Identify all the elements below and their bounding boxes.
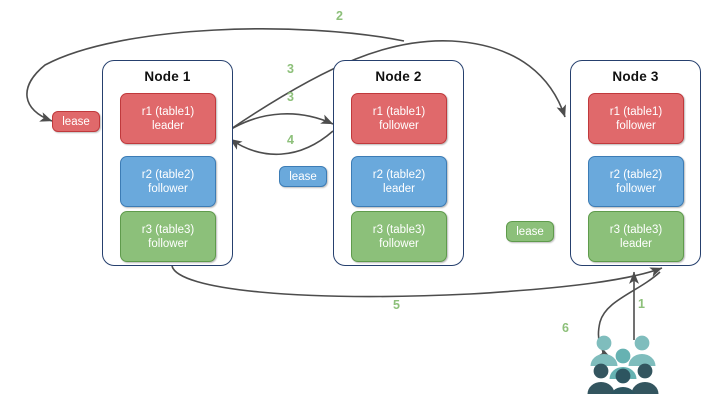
replica-role: leader: [152, 119, 184, 132]
step-label-5: 5: [393, 298, 400, 312]
replica-r1[interactable]: r1 (table1) follower: [588, 93, 684, 144]
lease-badge-r2[interactable]: lease: [279, 166, 327, 187]
lease-badge-r3[interactable]: lease: [506, 221, 554, 242]
step-label-1: 1: [638, 297, 645, 311]
node-card-node-2[interactable]: Node 2 r1 (table1) follower r2 (table2) …: [333, 60, 464, 266]
replica-role: follower: [616, 182, 656, 195]
replica-role: follower: [379, 119, 419, 132]
node-card-node-3[interactable]: Node 3 r1 (table1) follower r2 (table2) …: [570, 60, 701, 266]
replica-r2[interactable]: r2 (table2) follower: [588, 156, 684, 207]
edge-5: [171, 265, 663, 298]
replica-name: r2 (table2): [141, 168, 195, 181]
people-icon: [587, 335, 659, 394]
edge-2: [26, 28, 405, 122]
replica-name: r1 (table1): [372, 105, 426, 118]
replica-role: follower: [148, 237, 188, 250]
replica-r3[interactable]: r3 (table3) follower: [351, 211, 447, 262]
edge-3-lower: [227, 113, 334, 132]
step-label-6: 6: [562, 321, 569, 335]
replica-name: r3 (table3): [372, 223, 426, 236]
replica-r3[interactable]: r3 (table3) leader: [588, 211, 684, 262]
replica-r1[interactable]: r1 (table1) follower: [351, 93, 447, 144]
replica-role: leader: [383, 182, 415, 195]
step-label-4: 4: [287, 133, 294, 147]
lease-badge-r1[interactable]: lease: [52, 111, 100, 132]
replica-r1[interactable]: r1 (table1) leader: [120, 93, 216, 144]
replica-role: follower: [148, 182, 188, 195]
replica-role: follower: [379, 237, 419, 250]
replica-role: leader: [620, 237, 652, 250]
edge-3-upper: [227, 39, 566, 132]
replica-name: r1 (table1): [609, 105, 663, 118]
replica-role: follower: [616, 119, 656, 132]
step-label-2: 2: [336, 9, 343, 23]
replica-name: r1 (table1): [141, 105, 195, 118]
replica-r3[interactable]: r3 (table3) follower: [120, 211, 216, 262]
replica-name: r2 (table2): [372, 168, 426, 181]
replica-name: r3 (table3): [609, 223, 663, 236]
replica-name: r3 (table3): [141, 223, 195, 236]
replica-r2[interactable]: r2 (table2) follower: [120, 156, 216, 207]
step-label-3b: 3: [287, 90, 294, 104]
node-title: Node 1: [144, 69, 191, 84]
replica-name: r2 (table2): [609, 168, 663, 181]
replica-r2[interactable]: r2 (table2) leader: [351, 156, 447, 207]
step-label-3a: 3: [287, 62, 294, 76]
node-title: Node 2: [375, 69, 422, 84]
edge-4: [229, 130, 334, 156]
node-title: Node 3: [612, 69, 659, 84]
node-card-node-1[interactable]: Node 1 r1 (table1) leader r2 (table2) fo…: [102, 60, 233, 266]
